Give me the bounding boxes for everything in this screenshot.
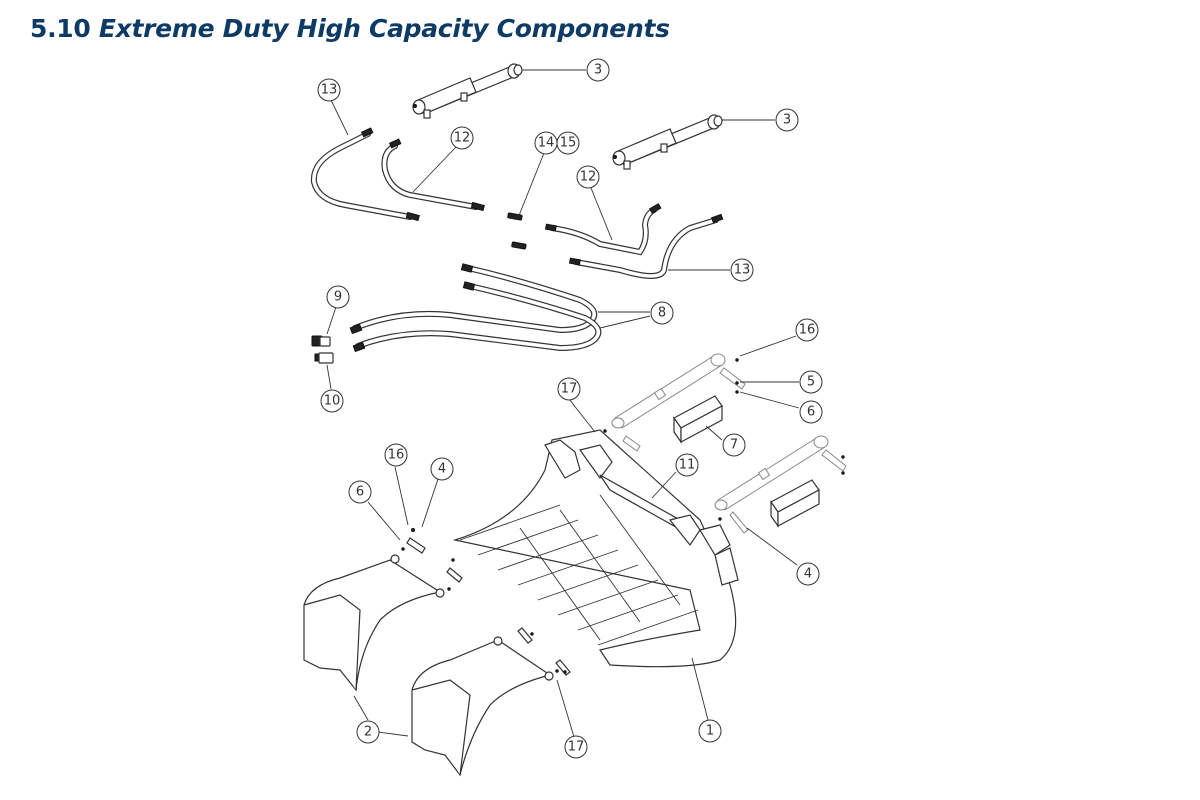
hydraulic-cylinder-left <box>412 63 523 119</box>
callout-15: 15 <box>556 131 580 155</box>
svg-text:17: 17 <box>568 740 585 755</box>
svg-text:10: 10 <box>324 394 341 409</box>
callout-11: 11 <box>675 453 699 477</box>
svg-text:16: 16 <box>799 323 816 338</box>
hydraulic-cylinder-right <box>612 114 723 170</box>
svg-text:9: 9 <box>334 290 342 305</box>
callout-6a: 6 <box>799 400 823 424</box>
grapple-arm-left <box>303 554 445 692</box>
hose-13-left <box>310 127 420 222</box>
svg-text:2: 2 <box>364 725 372 740</box>
svg-text:15: 15 <box>560 136 577 151</box>
callout-10: 10 <box>320 389 344 413</box>
pins-left <box>401 528 571 676</box>
callout-4b: 4 <box>796 562 820 586</box>
coupler-10 <box>314 352 334 364</box>
callout-2: 2 <box>356 720 380 744</box>
svg-text:4: 4 <box>438 462 446 477</box>
callout-5: 5 <box>799 370 823 394</box>
callout-4a: 4 <box>430 457 454 481</box>
grapple-tines <box>459 494 699 646</box>
svg-text:6: 6 <box>356 485 364 500</box>
grapple-frame <box>452 429 739 668</box>
svg-text:3: 3 <box>594 63 602 78</box>
cylinder-guard-lower <box>770 479 820 528</box>
svg-text:12: 12 <box>580 170 597 185</box>
section-title-text: Extreme Duty High Capacity Components <box>98 14 670 43</box>
cylinder-lower-light <box>714 435 847 511</box>
callout-13a: 13 <box>317 78 341 102</box>
svg-text:4: 4 <box>804 567 812 582</box>
main-hoses-8 <box>349 263 602 353</box>
hose-12-left <box>381 138 485 212</box>
svg-text:8: 8 <box>658 306 666 321</box>
leader-lines <box>326 69 800 738</box>
callout-16b: 16 <box>384 443 408 467</box>
hose-13-right <box>568 213 724 279</box>
cylinder-guard-upper <box>673 395 723 444</box>
callout-3b: 3 <box>775 108 799 132</box>
section-number: 5.10 <box>30 14 91 43</box>
svg-text:1: 1 <box>706 724 714 739</box>
callout-12b: 12 <box>576 165 600 189</box>
hose-12-right <box>544 203 662 256</box>
callout-3a: 3 <box>586 58 610 82</box>
grapple-arm-right <box>411 636 554 777</box>
pins-right <box>603 358 845 534</box>
section-title: 5.10 Extreme Duty High Capacity Componen… <box>30 14 670 43</box>
callout-16a: 16 <box>795 318 819 342</box>
svg-text:12: 12 <box>454 131 471 146</box>
svg-text:11: 11 <box>679 458 696 473</box>
callout-9: 9 <box>326 285 350 309</box>
fittings-14-15 <box>507 212 527 250</box>
callout-12a: 12 <box>450 126 474 150</box>
svg-text:7: 7 <box>730 438 738 453</box>
coupler-9 <box>311 335 331 347</box>
svg-text:3: 3 <box>783 113 791 128</box>
callout-7: 7 <box>722 433 746 457</box>
cylinder-upper-light <box>611 353 746 429</box>
svg-text:17: 17 <box>561 382 578 397</box>
callout-17a: 17 <box>557 377 581 401</box>
callout-8: 8 <box>650 301 674 325</box>
callout-13b: 13 <box>730 258 754 282</box>
callout-14: 14 <box>534 131 558 155</box>
svg-text:5: 5 <box>807 375 815 390</box>
svg-text:14: 14 <box>538 136 555 151</box>
svg-text:16: 16 <box>388 448 405 463</box>
svg-text:13: 13 <box>734 263 751 278</box>
callout-1: 1 <box>698 719 722 743</box>
svg-text:13: 13 <box>321 83 338 98</box>
svg-text:6: 6 <box>807 405 815 420</box>
callout-6b: 6 <box>348 480 372 504</box>
callout-17b: 17 <box>564 735 588 759</box>
